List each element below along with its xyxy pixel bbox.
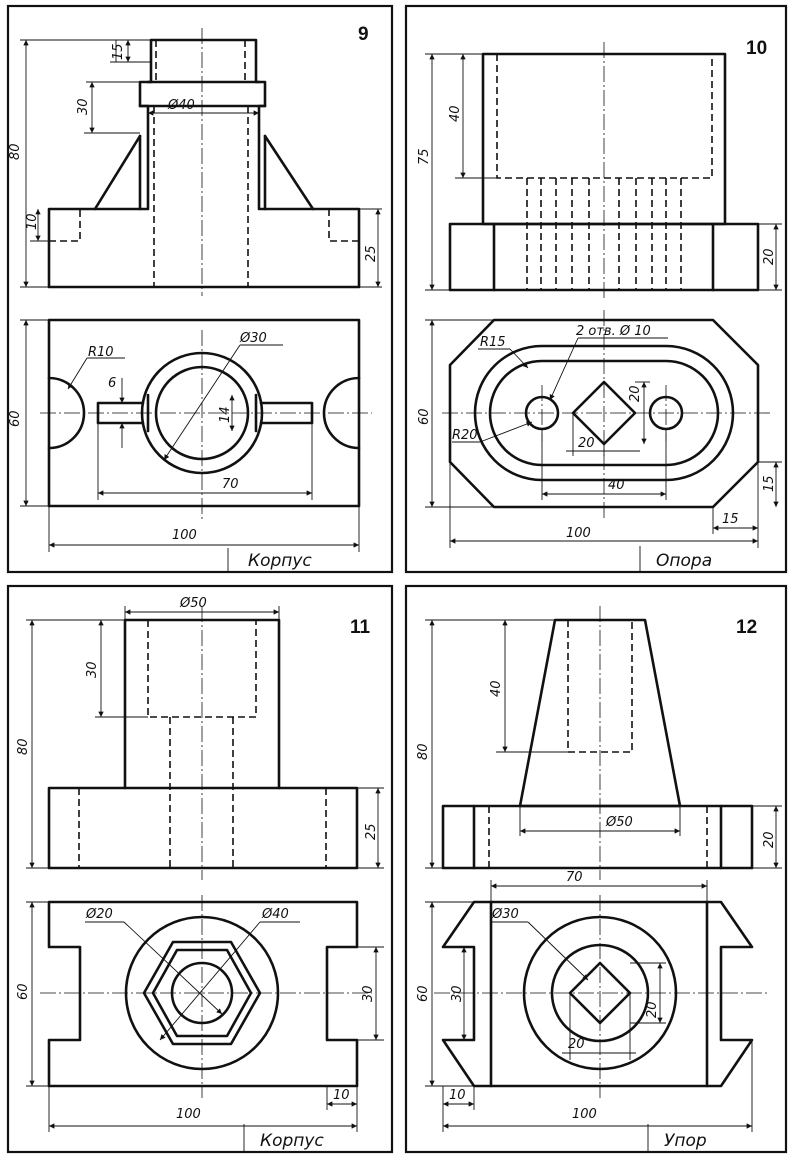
panel-11-top-view: [40, 895, 372, 1098]
dim-9-height-30: 30: [76, 98, 91, 115]
panel-11-top-dims: 60 30 100 10 Ø20 Ø40: [16, 901, 384, 1132]
dim-11-height-30: 30: [85, 661, 100, 678]
panel-11: 11 Ø50 80 30 25: [6, 584, 394, 1154]
panel-12: 12 80 40 Ø50 20: [404, 584, 788, 1154]
dim-10-square-20-vertical: 20: [628, 385, 643, 402]
dim-9-radius-10: R10: [88, 345, 114, 360]
dim-9-height-25: 25: [364, 245, 379, 262]
dim-10-height-20: 20: [762, 248, 777, 265]
dim-11-length-100: 100: [176, 1107, 201, 1122]
dim-12-wall-10: 10: [449, 1088, 466, 1103]
panel-12-top-view: [434, 895, 770, 1098]
panel-12-frame: [404, 584, 788, 1154]
dim-9-slot-14: 14: [218, 406, 233, 423]
panel-10-front-view: [448, 42, 760, 300]
panel-10-front-dims: 75 40 20: [417, 53, 782, 291]
dim-12-width-60: 60: [416, 985, 431, 1002]
panel-12-title: Упор: [664, 1131, 707, 1151]
panel-10-title: Опора: [656, 551, 712, 571]
dim-11-height-25: 25: [364, 823, 379, 840]
panel-9-top-view: [40, 318, 372, 520]
dim-9-height-10: 10: [25, 213, 40, 230]
panel-10-frame: [404, 4, 788, 574]
dim-9-width-60: 60: [8, 410, 23, 427]
panel-9-title: Корпус: [248, 551, 312, 571]
panel-10: 10 75 40: [404, 4, 788, 574]
dim-12-height-40: 40: [489, 680, 504, 697]
dim-9-height-15: 15: [111, 43, 126, 60]
dim-12-diameter-50: Ø50: [605, 815, 633, 830]
panel-9: 9 80 30: [6, 4, 394, 574]
panel-10-top-dims: 60 100 40 15 15 R15 2 отв. Ø 10 R20: [417, 319, 782, 548]
panel-11-frame: [6, 584, 394, 1154]
dim-9-distance-70: 70: [222, 477, 239, 492]
dim-9-height-80: 80: [8, 143, 23, 160]
panel-12-front-dims: 80 40 Ø50 20: [416, 619, 782, 869]
panel-9-front-view: [47, 28, 361, 296]
dim-12-slot-30: 30: [450, 985, 465, 1002]
panel-11-number: 11: [350, 617, 371, 638]
panel-12-front-view: [441, 606, 754, 880]
panel-9-number: 9: [358, 24, 369, 45]
dim-11-diameter-20: Ø20: [85, 907, 113, 922]
dim-9-length-100: 100: [172, 528, 197, 543]
dim-12-height-80: 80: [416, 743, 431, 760]
dim-12-height-20: 20: [762, 831, 777, 848]
dim-10-chamfer-15-horizontal: 15: [722, 512, 739, 527]
dim-12-width-70: 70: [566, 870, 583, 885]
dim-12-diameter-30: Ø30: [491, 907, 519, 922]
dim-12-square-20-horizontal: 20: [568, 1037, 585, 1052]
panel-11-front-view: [47, 606, 359, 880]
panel-12-number: 12: [736, 617, 757, 638]
panel-10-number: 10: [746, 38, 767, 59]
dim-10-height-75: 75: [417, 148, 432, 165]
dim-11-width-60: 60: [16, 983, 31, 1000]
dim-9-slot-6: 6: [108, 376, 116, 391]
dim-10-radius-20: R20: [452, 428, 478, 443]
panel-9-top-dims: 60 100 70 R10 Ø30 6 14: [8, 319, 360, 552]
panel-11-front-dims: Ø50 80 30 25: [16, 596, 384, 869]
dim-10-square-20-horizontal: 20: [578, 436, 595, 451]
panel-12-top-dims: 70 60 30 100 10 Ø30 20 20: [416, 870, 753, 1132]
panel-9-frame: [6, 4, 394, 574]
panel-9-front-dims: 80 30 15 Ø40 10 25: [8, 39, 382, 288]
dim-9-diameter-40: Ø40: [167, 98, 195, 113]
dim-11-diameter-40: Ø40: [261, 907, 289, 922]
dim-11-height-80: 80: [16, 738, 31, 755]
dim-12-square-20-vertical: 20: [645, 1001, 660, 1018]
dim-11-slot-30: 30: [361, 985, 376, 1002]
dim-10-chamfer-15-vertical: 15: [762, 475, 777, 492]
dim-10-distance-40: 40: [608, 478, 625, 493]
panel-11-title: Корпус: [260, 1131, 324, 1151]
dim-11-diameter-50: Ø50: [179, 596, 207, 611]
dim-10-holes: 2 отв. Ø 10: [576, 324, 651, 339]
dim-12-length-100: 100: [572, 1107, 597, 1122]
dim-10-width-60: 60: [417, 408, 432, 425]
dim-9-diameter-30: Ø30: [239, 331, 267, 346]
dim-10-radius-15: R15: [480, 335, 506, 350]
dim-10-height-40: 40: [448, 105, 463, 122]
dim-11-wall-10: 10: [333, 1088, 350, 1103]
dim-10-length-100: 100: [566, 526, 591, 541]
